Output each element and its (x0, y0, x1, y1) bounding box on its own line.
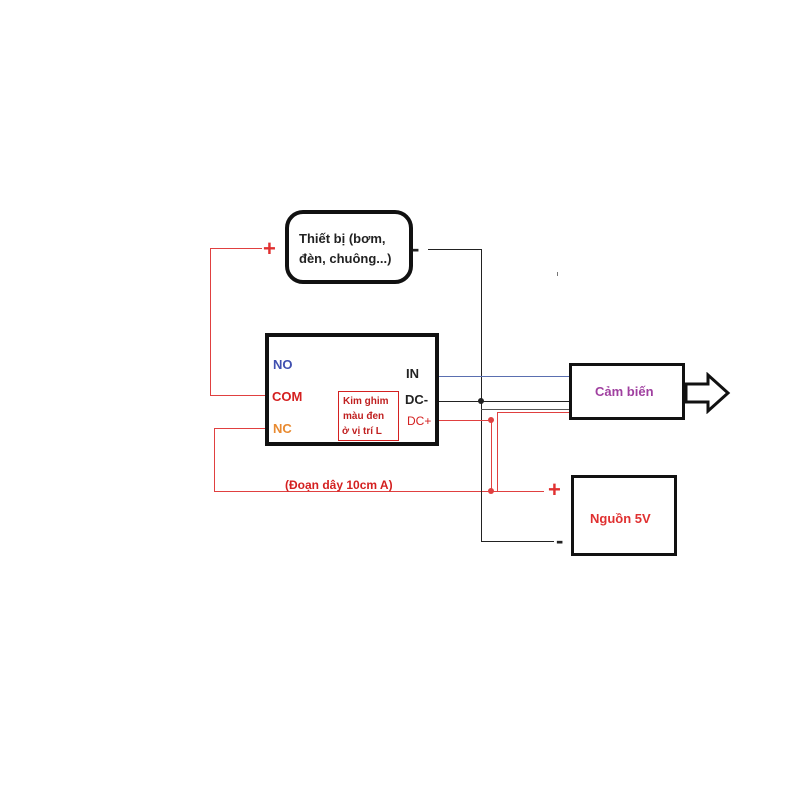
wire-dc-plus (436, 420, 491, 421)
relay-in-label: IN (406, 366, 419, 381)
wire-black-vertical (481, 249, 482, 541)
wire-dc-minus (436, 401, 570, 402)
relay-note-line2: màu đen (343, 411, 385, 422)
wire-dc-plus-sensor (497, 412, 570, 413)
wire-nc-vertical (214, 428, 215, 491)
wire-10cm-note: (Đoạn dây 10cm A) (285, 478, 393, 492)
relay-note-line3: ở vị trí L (342, 426, 382, 437)
power-supply-box (571, 475, 677, 556)
wire-10cm-a (214, 491, 544, 492)
relay-note-line1: Kim ghim (343, 396, 389, 407)
relay-com-label: COM (272, 389, 303, 404)
device-minus-sign: - (412, 236, 420, 261)
power-supply-label: Nguồn 5V (590, 511, 651, 526)
sensor-label: Cảm biến (595, 384, 654, 399)
relay-jumper-note-box (338, 391, 399, 441)
wire-red-vertical (491, 420, 492, 491)
wire-com-horizontal (210, 395, 267, 396)
junction-dot-black (478, 398, 484, 404)
junction-dot-red-bottom (488, 488, 494, 494)
device-label-line2: đèn, chuông...) (299, 251, 392, 266)
junction-dot-red-top (488, 417, 494, 423)
device-plus-sign: + (263, 236, 276, 261)
sensor-box (569, 363, 685, 420)
power-plus-sign: + (548, 477, 561, 502)
stray-mark (557, 272, 558, 276)
relay-dc-minus-label: DC- (405, 392, 429, 407)
power-minus-sign: - (556, 528, 564, 553)
wire-dc-minus-sensor (481, 409, 570, 410)
device-label-line1: Thiết bị (bơm, (299, 231, 386, 246)
device-box (285, 210, 413, 284)
wire-device-plus-top (210, 248, 262, 249)
wire-device-minus-top (428, 249, 481, 250)
wire-nc-horizontal (214, 428, 267, 429)
wire-device-plus-vertical (210, 248, 211, 395)
relay-no-label: NO (273, 357, 293, 372)
wire-red-vertical-2 (497, 412, 498, 491)
wire-power-minus (481, 541, 554, 542)
wire-in-signal (436, 376, 570, 377)
sensor-arrow-icon (684, 372, 731, 414)
relay-nc-label: NC (273, 421, 292, 436)
relay-dc-plus-label: DC+ (407, 414, 432, 428)
